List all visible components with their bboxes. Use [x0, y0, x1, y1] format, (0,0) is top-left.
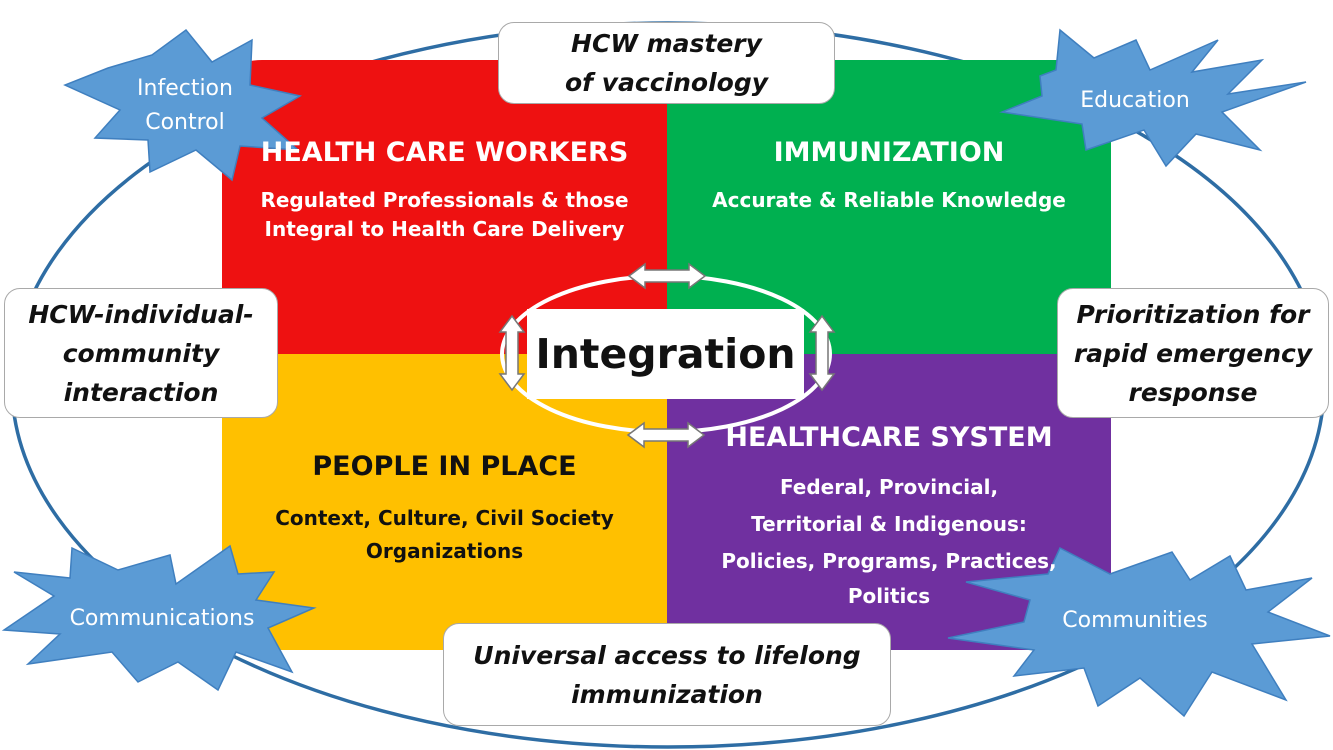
infection-control-line-1: Infection [137, 76, 233, 101]
box-community-interaction-line-2: community [62, 338, 220, 368]
health-care-workers-description: Regulated Professionals & those Integral… [222, 186, 667, 244]
health-care-workers-line-1: Regulated Professionals & those [260, 188, 629, 212]
health-care-workers-line-2: Integral to Health Care Delivery [264, 217, 625, 241]
box-prioritization-line-1: Prioritization for [1076, 299, 1310, 329]
healthcare-system-block: HEALTHCARE SYSTEM Federal, Provincial, T… [667, 421, 1111, 612]
healthcare-system-line-2: Territorial & Indigenous: [751, 512, 1027, 536]
people-in-place-block: PEOPLE IN PLACE Context, Culture, Civil … [222, 450, 667, 568]
quadrant-immunization [667, 60, 1111, 354]
box-community-interaction-line-3: interaction [63, 377, 219, 407]
starburst-communications [1, 544, 317, 692]
double-arrow-bottom [626, 421, 706, 449]
box-prioritization: Prioritization for rapid emergency respo… [1057, 288, 1329, 418]
healthcare-system-line-1: Federal, Provincial, [779, 475, 999, 499]
double-arrow-top [627, 262, 707, 290]
box-community-interaction-line-1: HCW-individual- [28, 299, 254, 329]
healthcare-system-line-3: Policies, Programs, Practices, [721, 549, 1057, 573]
healthcare-system-title: HEALTHCARE SYSTEM [725, 422, 1053, 453]
infection-control-line-2: Control [145, 110, 225, 135]
people-in-place-title: PEOPLE IN PLACE [312, 451, 577, 482]
box-universal-access: Universal access to lifelong immunizatio… [443, 623, 891, 726]
starburst-education-label: Education [1080, 88, 1190, 113]
immunization-description: Accurate & Reliable Knowledge [712, 188, 1066, 212]
people-in-place-line-2: Organizations [365, 539, 524, 563]
box-universal-access-line-2: immunization [571, 679, 763, 709]
box-hcw-mastery: HCW mastery of vaccinology [498, 22, 835, 104]
box-hcw-mastery-line-1: HCW mastery [571, 29, 762, 58]
box-community-interaction: HCW-individual- community interaction [4, 288, 278, 418]
healthcare-system-line-4: Politics [847, 584, 931, 608]
starburst-communities [947, 546, 1331, 718]
integration-label: Integration [527, 309, 804, 399]
health-care-workers-title: HEALTH CARE WORKERS [260, 137, 629, 168]
box-universal-access-line-1: Universal access to lifelong [473, 640, 861, 670]
starburst-communications-label: Communications [69, 606, 255, 631]
people-in-place-line-1: Context, Culture, Civil Society [275, 506, 614, 530]
starburst-infection-control [63, 28, 303, 182]
box-prioritization-line-3: response [1128, 377, 1258, 407]
double-arrow-left [498, 314, 526, 392]
quadrant-healthcare-system [667, 354, 1111, 650]
immunization-block: IMMUNIZATION Accurate & Reliable Knowled… [667, 136, 1111, 215]
box-prioritization-line-2: rapid emergency [1073, 338, 1313, 368]
quadrant-people-in-place [222, 354, 667, 650]
starburst-communities-label: Communities [1062, 608, 1208, 633]
healthcare-system-description: Federal, Provincial, Territorial & Indig… [667, 469, 1111, 612]
box-hcw-mastery-line-2: of vaccinology [564, 68, 769, 97]
quadrant-health-care-workers [222, 60, 667, 354]
starburst-education [999, 28, 1307, 168]
people-in-place-description: Context, Culture, Civil Society Organiza… [222, 502, 667, 568]
double-arrow-right [808, 314, 836, 392]
health-care-workers-block: HEALTH CARE WORKERS Regulated Profession… [222, 136, 667, 244]
immunization-title: IMMUNIZATION [773, 137, 1005, 168]
starburst-infection-control-label: Infection Control [110, 72, 260, 140]
